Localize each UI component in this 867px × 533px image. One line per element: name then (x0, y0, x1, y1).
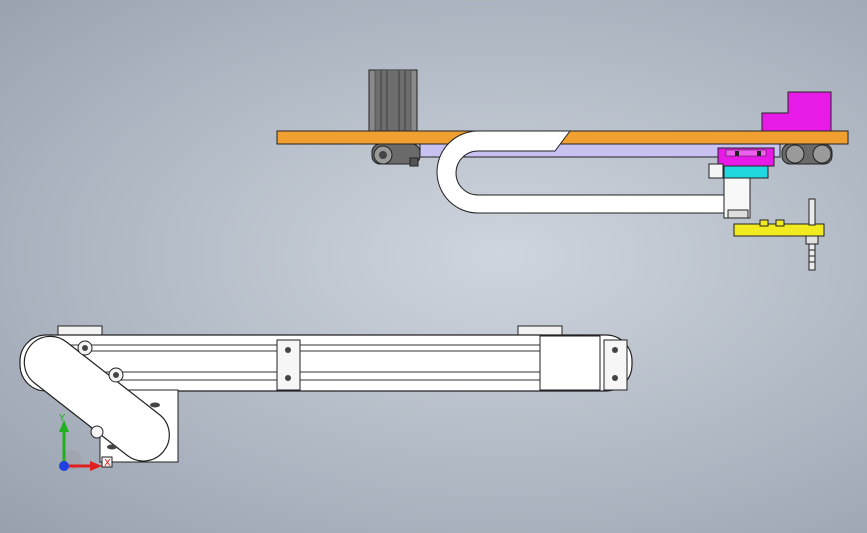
x-axis-label: X (104, 458, 111, 469)
z-axis-dot (59, 461, 69, 471)
upper-assembly[interactable] (276, 69, 849, 271)
cyan-adapter-block[interactable] (723, 165, 769, 179)
stepper-motor[interactable] (368, 69, 418, 135)
left-pulley[interactable] (371, 143, 421, 167)
yellow-gripper-arm[interactable] (733, 219, 825, 237)
suction-nozzle[interactable] (805, 198, 819, 271)
axis-triad (59, 420, 102, 471)
belt-conveyor[interactable] (14, 325, 633, 472)
magenta-carriage[interactable] (717, 147, 775, 167)
support-slot (150, 402, 160, 408)
roller-pin (90, 425, 104, 439)
y-axis-label: Y (59, 413, 66, 424)
support-foot (101, 456, 113, 468)
conveyor-right-bracket[interactable] (603, 339, 628, 391)
post-foot (727, 209, 749, 219)
white-spacer (708, 163, 724, 179)
right-pulley[interactable] (781, 143, 833, 165)
cable-drag-chain[interactable] (436, 130, 743, 214)
conveyor-mid-bracket[interactable] (276, 339, 301, 391)
magenta-mount-block[interactable] (761, 91, 832, 133)
